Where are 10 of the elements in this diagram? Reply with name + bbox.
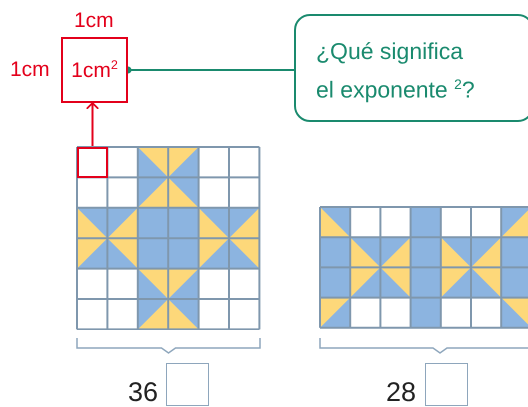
arrow — [86, 102, 100, 147]
count-number: 28 — [386, 378, 416, 406]
speech-bubble — [294, 14, 528, 122]
unit-square-highlight — [77, 147, 108, 178]
dimension-label: 1cm — [74, 9, 114, 33]
question-text: ¿Qué significa el exponente $^{2}$? — [316, 37, 476, 105]
area-label: 1cm$^{2}$ — [71, 58, 118, 82]
count-number: 36 — [128, 378, 158, 406]
unit-square — [61, 37, 128, 103]
dimension-label: 1cm — [10, 58, 50, 82]
